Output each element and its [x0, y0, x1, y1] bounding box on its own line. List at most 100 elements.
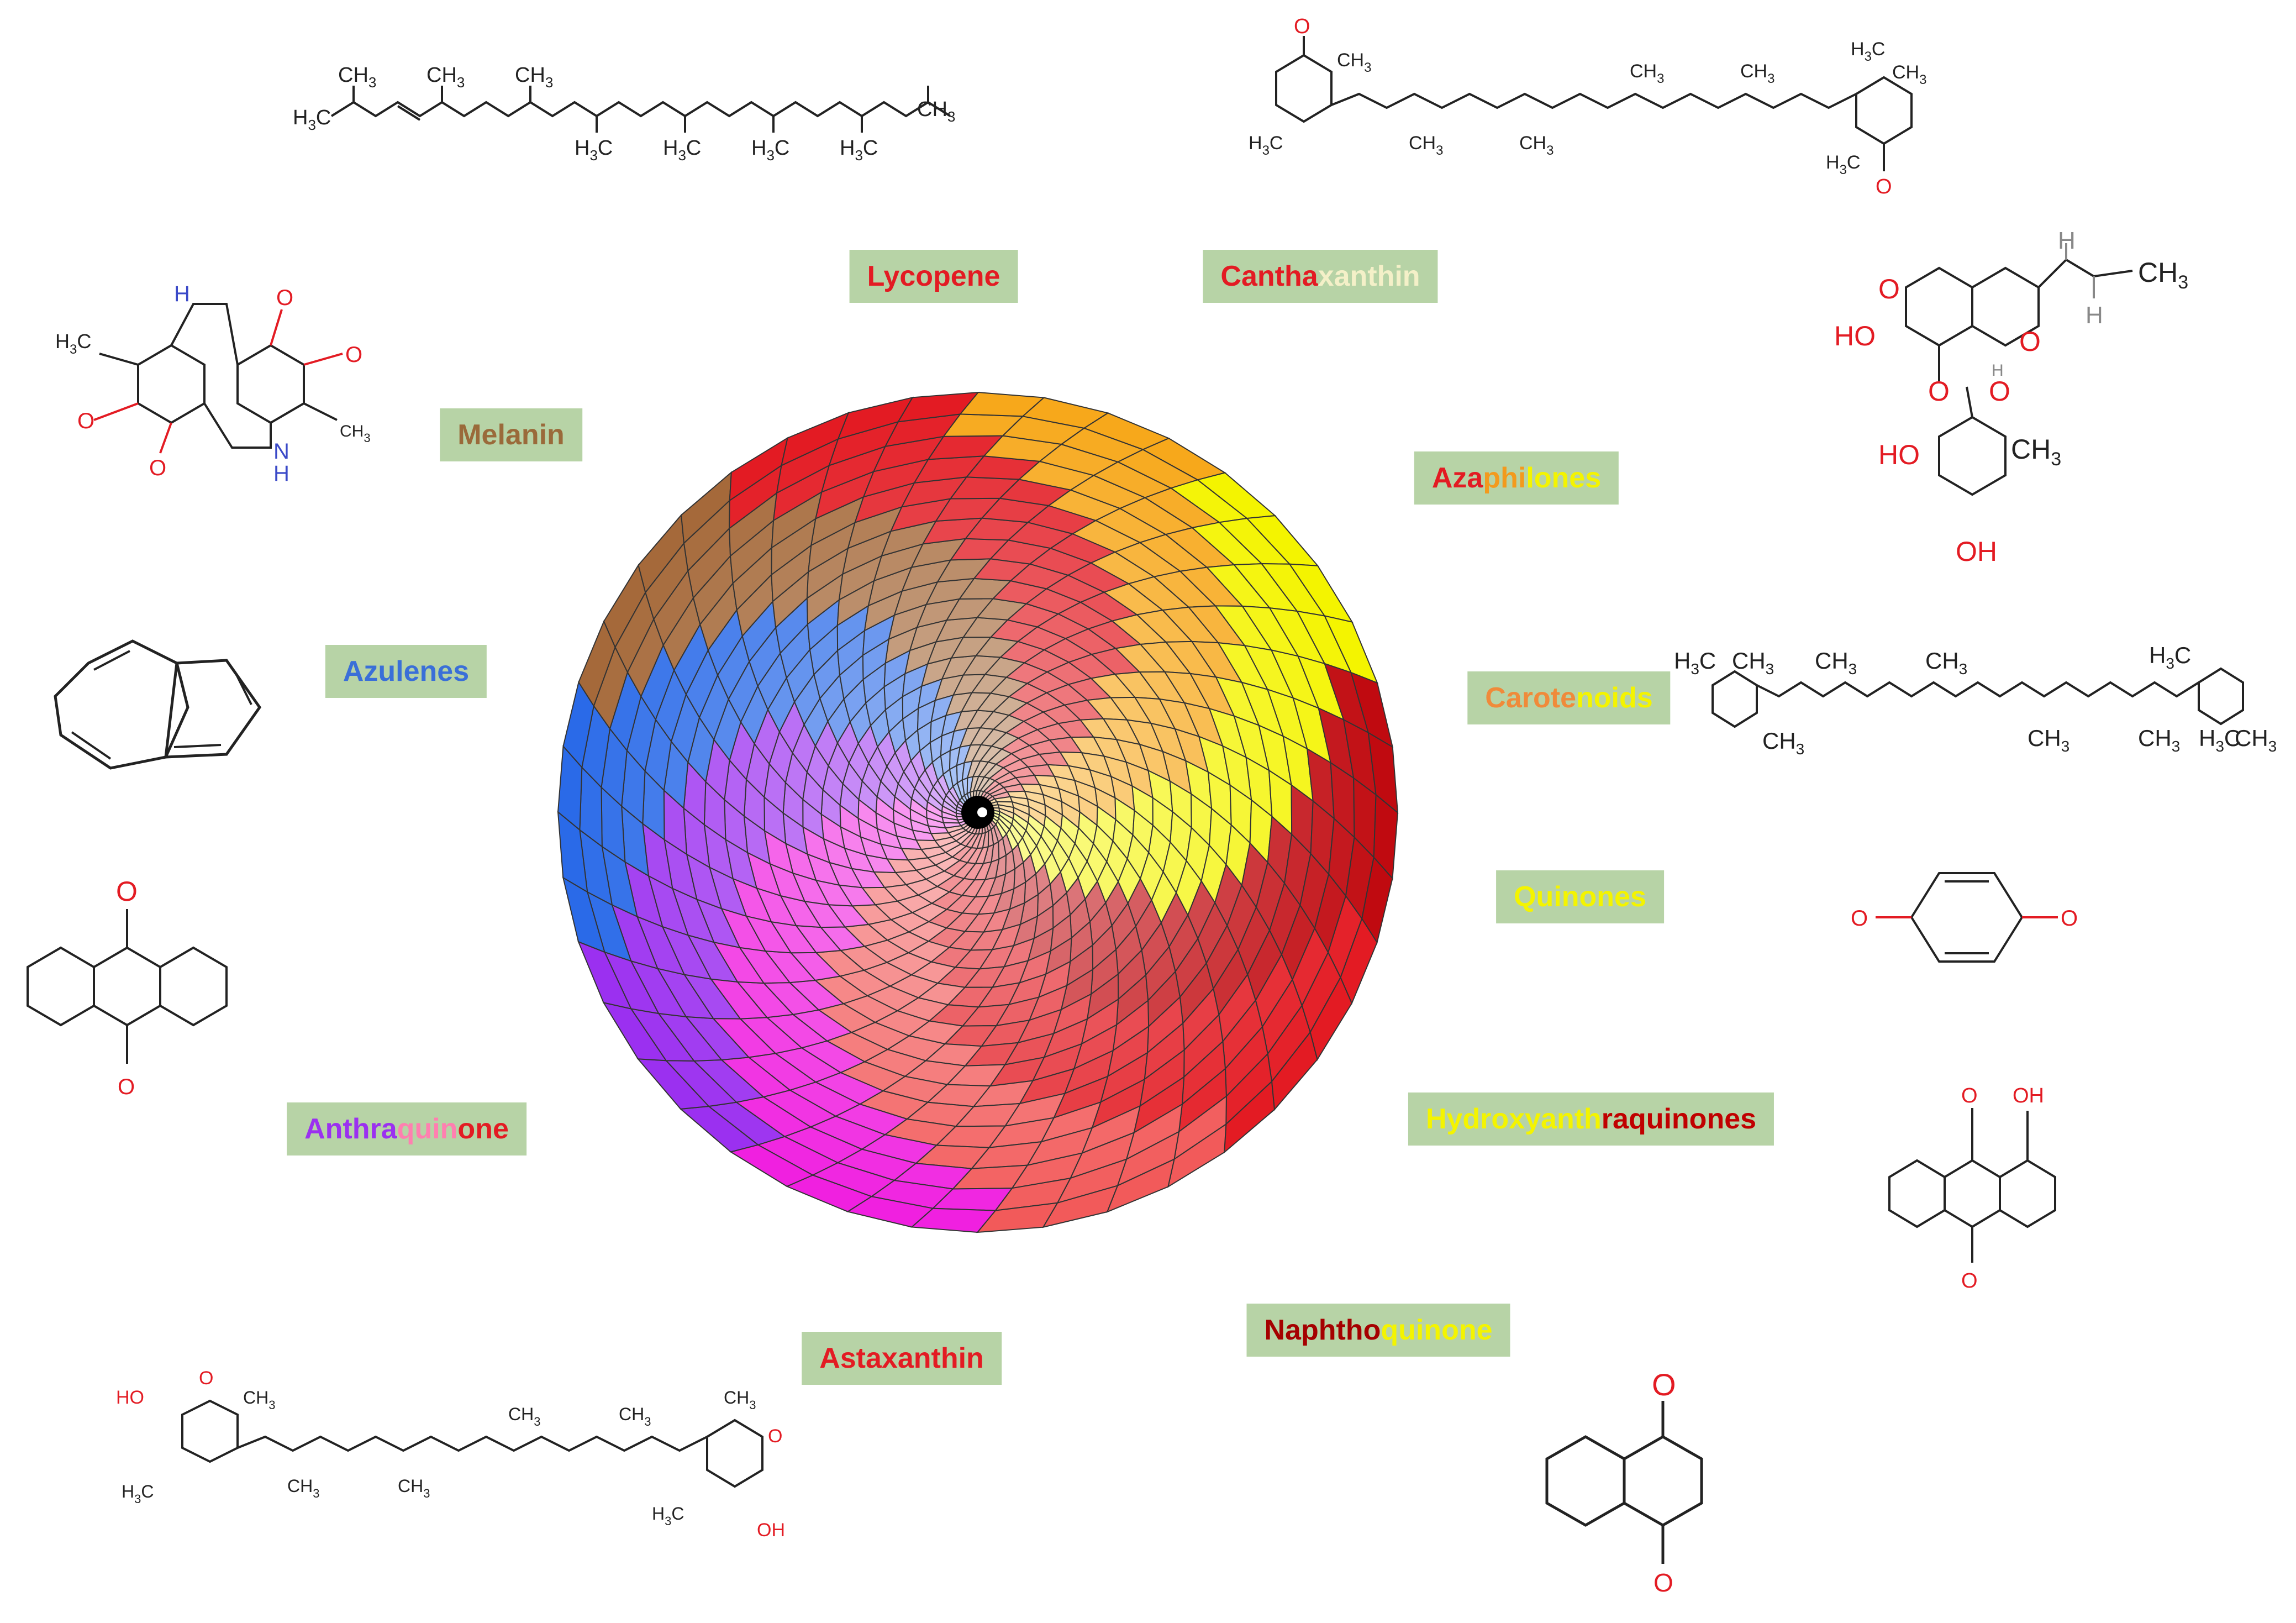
svg-text:HO: HO	[1878, 439, 1920, 470]
svg-text:H3C: H3C	[751, 136, 789, 164]
svg-text:H: H	[174, 282, 190, 306]
svg-text:H3C: H3C	[1674, 648, 1716, 677]
svg-text:O: O	[199, 1368, 213, 1389]
svg-text:H3C: H3C	[2149, 642, 2191, 672]
label-part: Quinones	[1514, 881, 1646, 913]
svg-text:H3C: H3C	[1851, 39, 1885, 64]
svg-text:H3C: H3C	[1826, 152, 1860, 177]
svg-text:H3C: H3C	[840, 136, 878, 164]
label-part: Cantha	[1220, 260, 1318, 292]
svg-text:H3C: H3C	[293, 106, 331, 133]
svg-text:O: O	[768, 1426, 782, 1447]
svg-text:CH3: CH3	[2028, 725, 2069, 755]
svg-text:CH3: CH3	[508, 1404, 540, 1428]
label-part: one	[457, 1113, 509, 1145]
pigment-color-wheel	[557, 391, 1399, 1233]
label-part: Astaxanthin	[819, 1342, 984, 1374]
svg-text:O: O	[2019, 326, 2041, 357]
svg-text:CH3: CH3	[1892, 62, 1926, 87]
label-part: Naphtho	[1264, 1314, 1381, 1346]
label-part: noids	[1576, 682, 1653, 714]
label-part: raquinones	[1601, 1103, 1757, 1135]
label-naphthoquinone: Naphthoquinone	[1246, 1304, 1510, 1357]
svg-text:CH3: CH3	[1925, 648, 1967, 677]
label-part: Carote	[1485, 682, 1577, 714]
label-part: quin	[397, 1113, 458, 1145]
svg-text:H3C: H3C	[575, 136, 613, 164]
label-carotenoids: Carotenoids	[1467, 671, 1671, 724]
quinone-structure: O O	[1851, 872, 2078, 963]
svg-text:N: N	[273, 439, 289, 464]
label-part: Hydroxyanth	[1425, 1103, 1602, 1135]
svg-text:CH3: CH3	[338, 64, 376, 91]
svg-text:CH3: CH3	[1519, 133, 1554, 158]
svg-text:OH: OH	[2013, 1084, 2044, 1107]
naphthoquinone-structure: O O	[1545, 1367, 1703, 1597]
label-part: quinone	[1381, 1314, 1493, 1346]
hydroxyanthraquinone-structure: O OH O	[1888, 1084, 2056, 1293]
label-azulenes: Azulenes	[325, 645, 487, 698]
melanin-structure: H N H O O O O H3C CH3	[55, 282, 371, 486]
svg-text:O: O	[1652, 1367, 1676, 1402]
label-part: lones	[1526, 462, 1602, 494]
svg-text:CH3: CH3	[1740, 61, 1774, 86]
svg-text:CH3: CH3	[1762, 728, 1804, 758]
label-part: Melanin	[457, 419, 565, 451]
svg-text:O: O	[77, 409, 94, 433]
svg-text:CH3: CH3	[340, 422, 371, 445]
label-hydroxyanthraquinones: Hydroxyanthraquinones	[1408, 1092, 1774, 1146]
label-lycopene: Lycopene	[849, 250, 1018, 303]
svg-text:O: O	[116, 876, 138, 907]
svg-text:H3C: H3C	[663, 136, 701, 164]
svg-text:H3C: H3C	[652, 1504, 684, 1528]
label-anthraquinone: Anthraquinone	[287, 1102, 526, 1155]
svg-text:CH3: CH3	[1732, 648, 1774, 677]
svg-text:CH3: CH3	[724, 1388, 756, 1412]
label-part: Anthra	[304, 1113, 397, 1145]
svg-text:H: H	[2086, 302, 2103, 329]
svg-text:CH3: CH3	[1409, 133, 1443, 158]
svg-text:CH3: CH3	[619, 1404, 651, 1428]
label-canthaxanthin: Canthaxanthin	[1203, 250, 1438, 303]
svg-text:OH: OH	[757, 1520, 785, 1541]
svg-text:H: H	[273, 461, 289, 486]
astaxanthin-structure: HO O O OH CH3 H3C CH3 H3C CH3 CH3 CH3 CH…	[116, 1368, 785, 1541]
canthaxanthin-structure: O O CH3 H3C CH3 H3C CH3 CH3 CH3 CH3 H3C	[1249, 15, 1926, 198]
svg-text:H3C: H3C	[2199, 725, 2241, 755]
svg-text:O: O	[2061, 906, 2078, 931]
label-part: phi	[1483, 462, 1526, 494]
svg-text:CH3: CH3	[2011, 434, 2061, 470]
svg-text:H: H	[2058, 227, 2076, 254]
svg-text:CH3: CH3	[243, 1388, 275, 1412]
label-part: Lycopene	[867, 260, 1000, 292]
wheel-petal	[1309, 976, 1353, 1061]
svg-text:CH3: CH3	[426, 64, 465, 91]
svg-text:HO: HO	[116, 1387, 144, 1408]
svg-text:HO: HO	[1834, 321, 1876, 351]
svg-text:O: O	[1928, 376, 1950, 407]
svg-text:CH3: CH3	[2138, 257, 2188, 293]
svg-text:H3C: H3C	[1249, 133, 1283, 158]
svg-text:O: O	[1851, 906, 1868, 931]
svg-text:O: O	[1989, 376, 2010, 407]
svg-text:O: O	[276, 286, 293, 310]
svg-text:O: O	[1878, 274, 1900, 304]
label-azaphilones: Azaphilones	[1414, 451, 1619, 505]
svg-text:H3C: H3C	[55, 330, 91, 357]
svg-text:OH: OH	[1956, 536, 1997, 567]
svg-text:O: O	[1294, 15, 1310, 38]
svg-text:CH3: CH3	[287, 1476, 319, 1500]
label-part: xanthin	[1318, 260, 1420, 292]
label-astaxanthin: Astaxanthin	[802, 1332, 1002, 1385]
lycopene-structure: CH3 CH3 CH3 CH3 H3C H3C H3C H3C H3C	[293, 64, 955, 164]
svg-text:CH3: CH3	[1815, 648, 1857, 677]
carotenoid-structure: H3C CH3 CH3 CH3 CH3 CH3 CH3 H3C CH3 H3C	[1674, 642, 2277, 758]
svg-text:O: O	[345, 343, 362, 367]
svg-text:CH3: CH3	[917, 98, 955, 125]
label-quinones: Quinones	[1496, 870, 1664, 923]
label-part: Aza	[1431, 462, 1483, 494]
svg-text:O: O	[149, 456, 166, 480]
svg-text:CH3: CH3	[515, 64, 553, 91]
svg-text:O: O	[1961, 1269, 1978, 1293]
azulene-structure	[54, 639, 262, 770]
